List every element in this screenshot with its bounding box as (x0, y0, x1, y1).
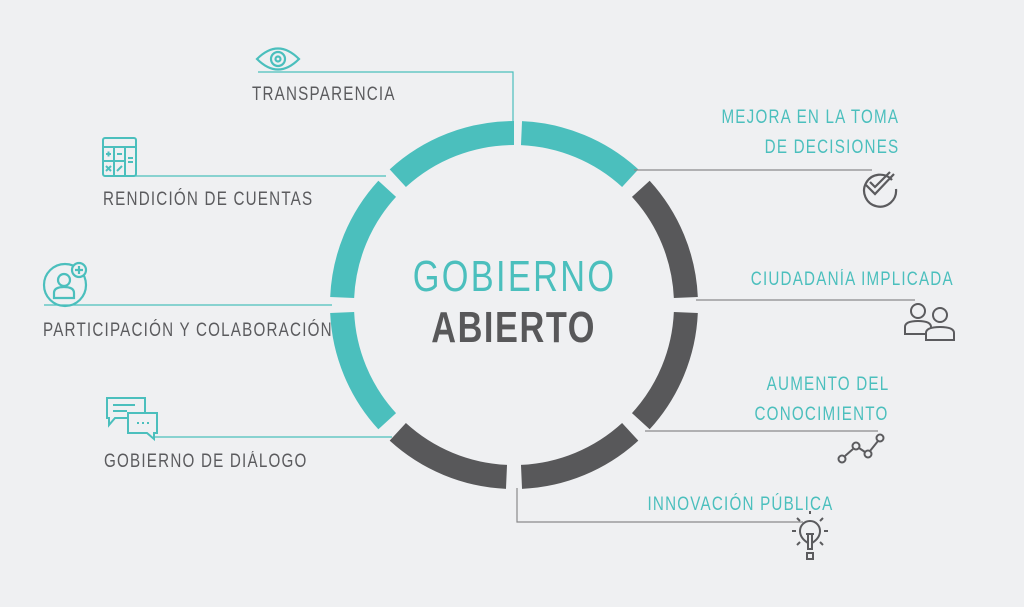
graph-nodes-icon (837, 433, 885, 464)
label-mejora-line2: DE DECISIONES (764, 137, 899, 158)
people-icon (904, 303, 955, 341)
ring-segment-8 (389, 121, 515, 188)
ring-segment-4 (520, 422, 639, 489)
center-title-line2: ABIERTO (431, 303, 597, 352)
label-aumento-line2: CONOCIMIENTO (754, 404, 889, 425)
ring-segment-5 (389, 422, 508, 489)
calculator-icon (102, 137, 137, 177)
label-rendicion-de-cuentas: RENDICIÓN DE CUENTAS (103, 189, 314, 210)
ring-segment-3 (631, 311, 698, 430)
connector-transparencia (258, 71, 514, 122)
label-innovacion-publica: INNOVACIÓN PÚBLICA (647, 494, 834, 515)
label-aumento-line1: AUMENTO DEL (766, 374, 889, 395)
label-mejora-line1: MEJORA EN LA TOMA (721, 107, 899, 128)
connector-innovacion (516, 488, 803, 523)
chat-bubbles-icon (106, 397, 158, 442)
ring-segment-2 (631, 180, 698, 299)
user-add-icon (42, 261, 88, 308)
label-ciudadania-implicada: CIUDADANÍA IMPLICADA (750, 269, 954, 290)
ring-segment-6 (330, 311, 397, 430)
center-title-line1: GOBIERNO (412, 252, 617, 301)
label-gobierno-de-dialogo: GOBIERNO DE DIÁLOGO (104, 451, 308, 472)
label-participacion-colaboracion: PARTICIPACIÓN Y COLABORACIÓN (43, 320, 333, 341)
check-circle-icon (862, 171, 898, 208)
eye-icon (255, 47, 301, 71)
label-transparencia: TRANSPARENCIA (252, 84, 396, 105)
lightbulb-icon (792, 511, 828, 560)
ring (330, 121, 698, 489)
ring-segment-1 (520, 121, 639, 188)
ring-segment-7 (330, 180, 397, 299)
